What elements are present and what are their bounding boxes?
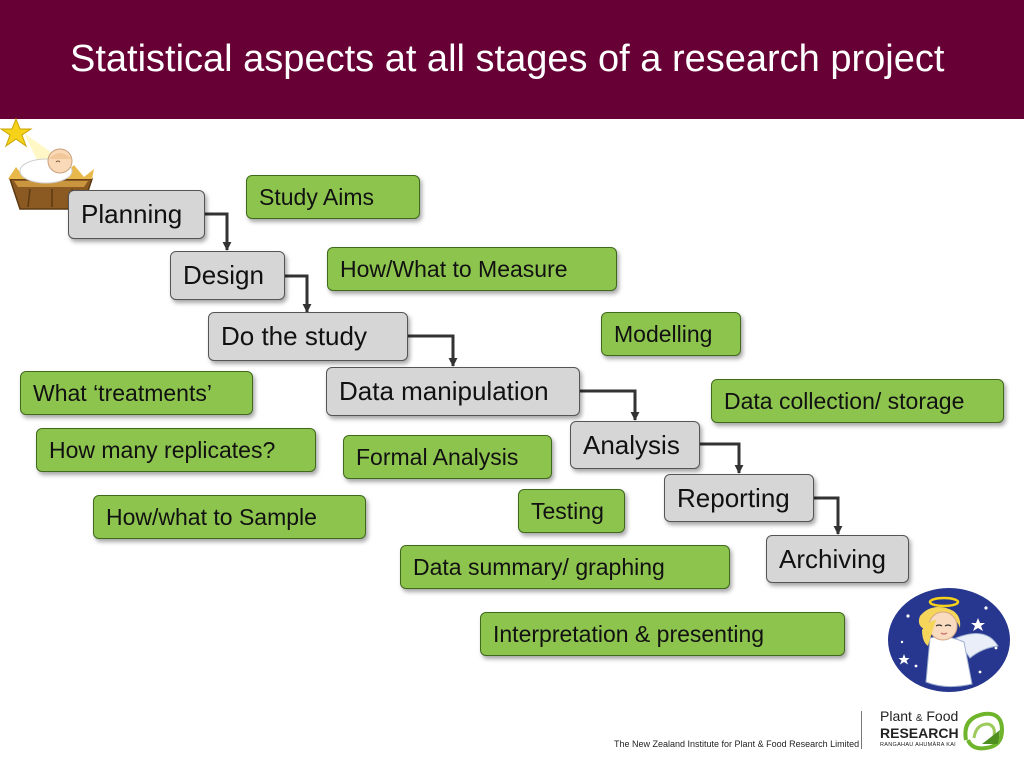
angel-image <box>888 588 1010 692</box>
topic-formal-analysis: Formal Analysis <box>343 435 552 479</box>
logo-food: Food <box>926 708 959 724</box>
stage-reporting: Reporting <box>664 474 814 522</box>
stage-data-manipulation: Data manipulation <box>326 367 580 416</box>
logo-plant: Plant <box>880 708 912 724</box>
plant-food-research-logo: Plant & Food RESEARCH RANGAHAU AHUMĀRA K… <box>880 709 959 749</box>
arrow-design-to-do-study <box>285 274 312 313</box>
topic-testing: Testing <box>518 489 625 533</box>
stage-planning: Planning <box>68 190 205 239</box>
logo-swirl-icon <box>963 711 1005 751</box>
topic-how-what-to-measure: How/What to Measure <box>327 247 617 291</box>
angel-icon <box>888 588 1010 692</box>
logo-amp: & <box>915 713 923 724</box>
topic-study-aims: Study Aims <box>246 175 420 219</box>
topic-modelling: Modelling <box>601 312 741 356</box>
page-title: Statistical aspects at all stages of a r… <box>70 38 945 80</box>
stage-do-the-study: Do the study <box>208 312 408 361</box>
arrow-do-study-to-data-manipulation <box>408 334 458 367</box>
arrow-data-manipulation-to-analysis <box>580 389 640 421</box>
arrow-planning-to-design <box>205 212 232 251</box>
arrow-analysis-to-reporting <box>700 442 744 474</box>
logo-divider <box>861 711 862 749</box>
logo-maori: RANGAHAU AHUMĀRA KAI <box>880 742 956 748</box>
stage-archiving: Archiving <box>766 535 909 583</box>
stage-analysis: Analysis <box>570 421 700 469</box>
topic-how-many-replicates: How many replicates? <box>36 428 316 472</box>
logo-research: RESEARCH <box>880 725 959 741</box>
footer-institute: The New Zealand Institute for Plant & Fo… <box>614 739 860 749</box>
topic-interpretation-presenting: Interpretation & presenting <box>480 612 845 656</box>
topic-how-what-to-sample: How/what to Sample <box>93 495 366 539</box>
topic-data-summary-graphing: Data summary/ graphing <box>400 545 730 589</box>
stage-design: Design <box>170 251 285 300</box>
topic-data-collection-storage: Data collection/ storage <box>711 379 1004 423</box>
topic-what-treatments: What ‘treatments’ <box>20 371 253 415</box>
arrow-reporting-to-archiving <box>814 496 843 535</box>
title-bar: Statistical aspects at all stages of a r… <box>0 0 1024 119</box>
